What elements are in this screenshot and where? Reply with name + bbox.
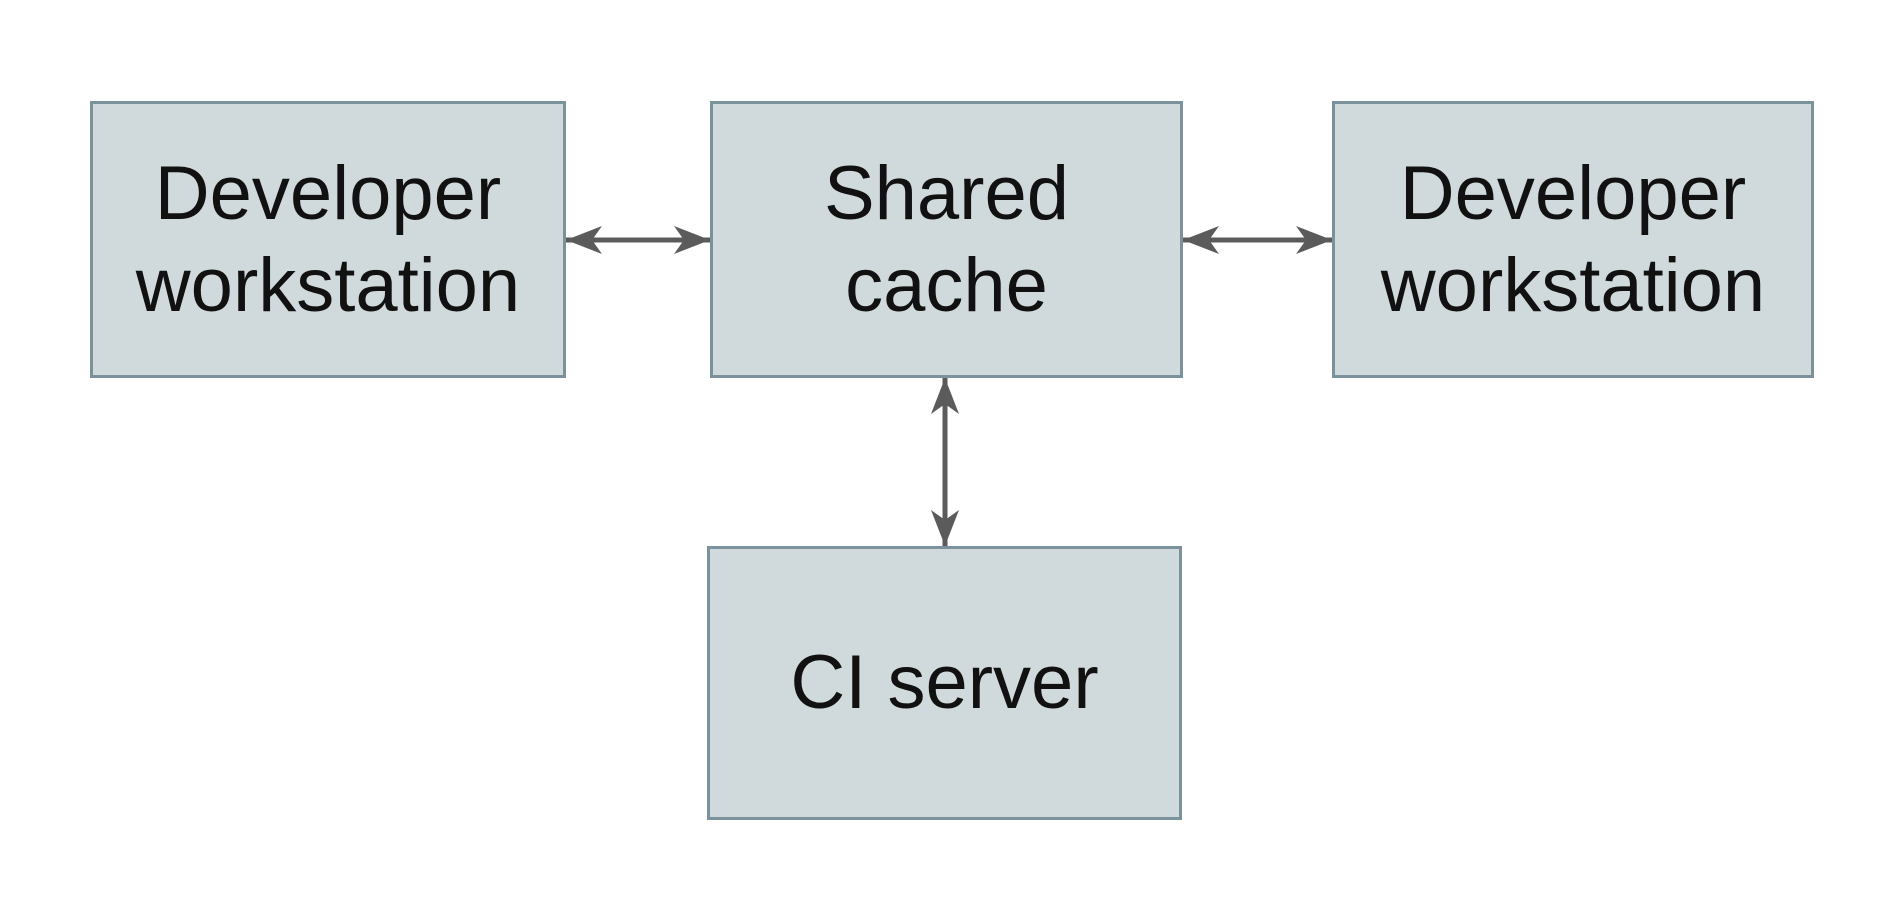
node-label-ci-server: CI server — [790, 640, 1099, 726]
node-label-shared-cache: Shared cache — [823, 151, 1070, 328]
node-label-developer-workstation-right: Developer workstation — [1380, 151, 1766, 328]
node-developer-workstation-right: Developer workstation — [1332, 101, 1814, 378]
node-developer-workstation-left: Developer workstation — [90, 101, 566, 378]
node-ci-server: CI server — [707, 546, 1182, 820]
node-label-developer-workstation-left: Developer workstation — [135, 151, 521, 328]
node-shared-cache: Shared cache — [710, 101, 1183, 378]
